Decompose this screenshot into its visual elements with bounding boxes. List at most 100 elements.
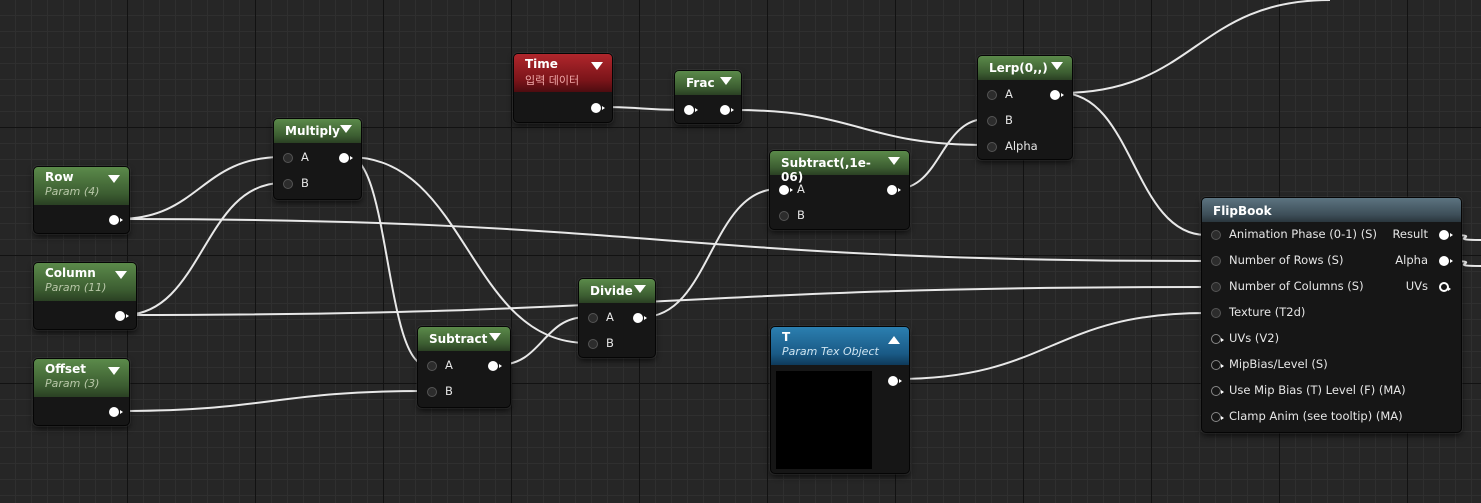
subtract-epsilon-node[interactable]: Subtract(,1e-06) A B (769, 150, 910, 230)
flipbook-input-label: Animation Phase (0-1) (S) (1229, 227, 1377, 241)
collapse-arrow-icon[interactable] (108, 367, 120, 375)
divide-node[interactable]: Divide A B (578, 278, 656, 358)
flipbook-input-pin[interactable] (1211, 360, 1224, 370)
flipbook-output-label: Alpha (1395, 253, 1428, 267)
lerp-node[interactable]: Lerp(0,,) A B Alpha (977, 55, 1073, 160)
pin-label: A (606, 310, 614, 324)
time-input-node[interactable]: Time 입력 데이터 (513, 53, 613, 123)
output-pin[interactable] (339, 153, 353, 163)
collapse-arrow-icon[interactable] (108, 175, 120, 183)
output-pin[interactable] (488, 361, 502, 371)
input-pin[interactable] (684, 105, 698, 115)
texture-thumbnail (776, 371, 872, 469)
wire (123, 182, 283, 316)
pin-label: B (445, 384, 453, 398)
collapse-arrow-icon[interactable] (115, 271, 127, 279)
wire (1060, 92, 1207, 236)
row-param-node[interactable]: Row Param (4) (33, 166, 130, 234)
wire (895, 312, 1207, 380)
pin-label: B (797, 208, 805, 222)
node-subtitle: 입력 데이터 (525, 74, 580, 87)
collapse-arrow-icon[interactable] (591, 62, 603, 70)
flipbook-input-label: Use Mip Bias (T) Level (F) (MA) (1229, 383, 1406, 397)
frac-node[interactable]: Frac (674, 70, 742, 124)
input-pin-b[interactable] (283, 179, 293, 189)
node-title: Divide (590, 284, 633, 298)
node-title: Time (525, 57, 558, 71)
input-pin-alpha[interactable] (987, 142, 997, 152)
output-pin[interactable] (887, 185, 901, 195)
output-pin[interactable] (888, 376, 902, 386)
wire (117, 156, 283, 220)
output-pin[interactable] (109, 407, 123, 417)
collapse-arrow-icon[interactable] (720, 77, 732, 85)
input-pin-a[interactable] (283, 153, 293, 163)
node-title: Column (45, 266, 96, 280)
output-pin[interactable] (115, 311, 129, 321)
pin-label: B (606, 336, 614, 350)
collapse-arrow-icon[interactable] (340, 125, 352, 133)
wire (497, 316, 588, 366)
wire (642, 188, 779, 318)
wire (601, 106, 684, 111)
input-pin-a[interactable] (987, 90, 997, 100)
output-pin[interactable] (633, 313, 647, 323)
node-title: T (782, 330, 791, 344)
node-title: Frac (686, 76, 715, 90)
wire (348, 156, 588, 344)
collapse-arrow-icon[interactable] (888, 336, 900, 344)
wire (117, 390, 427, 412)
subtract-node[interactable]: Subtract A B (417, 326, 511, 408)
offset-param-node[interactable]: Offset Param (3) (33, 358, 130, 426)
flipbook-output-pin[interactable] (1439, 230, 1453, 240)
node-subtitle: Param Tex Object (782, 345, 879, 358)
pin-label: A (445, 358, 453, 372)
pin-label: B (301, 176, 309, 190)
wire (123, 286, 1207, 316)
flipbook-output-pin[interactable] (1439, 282, 1451, 292)
flipbook-input-label: Number of Columns (S) (1229, 279, 1364, 293)
flipbook-input-label: Texture (T2d) (1229, 305, 1306, 319)
texture-object-node[interactable]: T Param Tex Object (770, 326, 910, 474)
column-param-node[interactable]: Column Param (11) (33, 262, 137, 330)
flipbook-input-pin[interactable] (1211, 230, 1221, 240)
flipbook-output-pin[interactable] (1439, 256, 1453, 266)
flipbook-output-label: Result (1392, 227, 1428, 241)
collapse-arrow-icon[interactable] (489, 333, 501, 341)
collapse-arrow-icon[interactable] (634, 285, 646, 293)
node-title: FlipBook (1213, 204, 1272, 218)
output-pin[interactable] (109, 215, 123, 225)
flipbook-input-pin[interactable] (1211, 334, 1224, 344)
flipbook-input-pin[interactable] (1211, 282, 1221, 292)
flipbook-input-pin[interactable] (1211, 386, 1224, 396)
input-pin-b[interactable] (779, 211, 789, 221)
wire (117, 218, 1207, 262)
node-title: Offset (45, 362, 86, 376)
pin-label: B (1005, 113, 1013, 127)
node-title: Subtract (429, 332, 488, 346)
flipbook-node[interactable]: FlipBook Animation Phase (0-1) (S) Number… (1201, 197, 1462, 433)
pin-label: A (1005, 87, 1013, 101)
wire (733, 109, 987, 146)
flipbook-output-label: UVs (1405, 279, 1428, 293)
input-pin-b[interactable] (588, 339, 598, 349)
output-pin[interactable] (1050, 90, 1064, 100)
input-pin-b[interactable] (427, 387, 437, 397)
input-pin-a[interactable] (427, 361, 437, 371)
input-pin-b[interactable] (987, 116, 997, 126)
flipbook-input-pin[interactable] (1211, 412, 1224, 422)
output-pin[interactable] (720, 105, 734, 115)
collapse-arrow-icon[interactable] (888, 157, 900, 165)
pin-label: Alpha (1005, 139, 1038, 153)
wire (1060, 0, 1331, 94)
multiply-node[interactable]: Multiply A B (273, 118, 362, 200)
output-pin[interactable] (591, 103, 605, 113)
collapse-arrow-icon[interactable] (1051, 62, 1063, 70)
flipbook-input-label: Number of Rows (S) (1229, 253, 1344, 267)
input-pin-a[interactable] (779, 185, 793, 195)
input-pin-a[interactable] (588, 313, 598, 323)
flipbook-input-pin[interactable] (1211, 256, 1221, 266)
flipbook-input-pin[interactable] (1211, 308, 1221, 318)
flipbook-input-label: UVs (V2) (1229, 331, 1280, 345)
node-title: Row (45, 170, 74, 184)
